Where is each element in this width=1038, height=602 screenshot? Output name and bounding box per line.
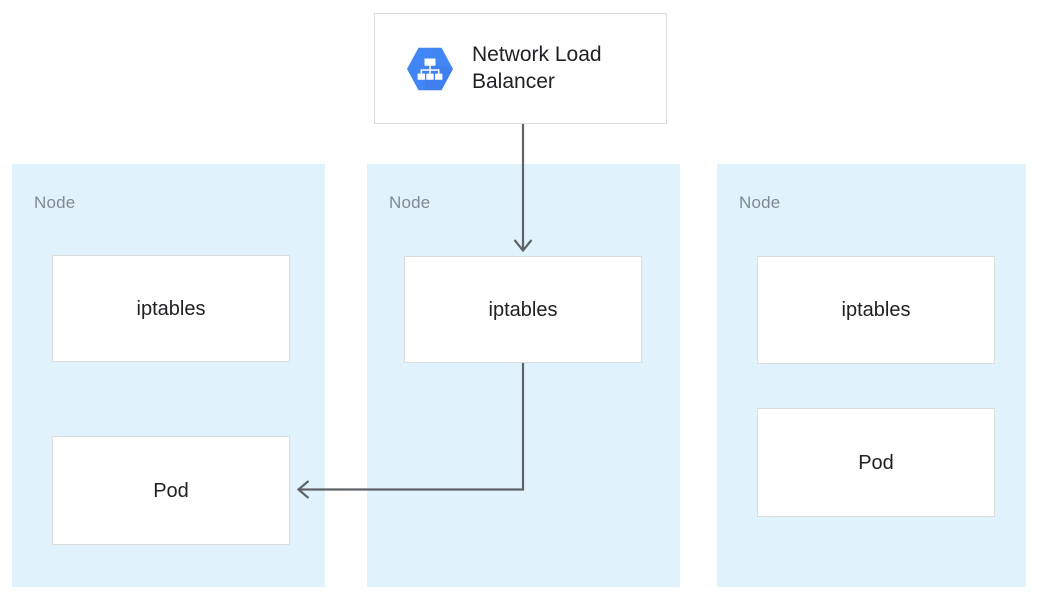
network-load-balancer-label: Network Load Balancer <box>472 42 602 93</box>
node-2-iptables-label: iptables <box>488 298 558 321</box>
node-panel-2: Node iptables <box>367 164 680 587</box>
node-panel-1-label: Node <box>34 193 76 212</box>
node-2-iptables-box[interactable]: iptables <box>404 256 642 363</box>
node-1-iptables-box[interactable]: iptables <box>52 255 290 362</box>
node-panel-2-label: Node <box>389 193 431 212</box>
network-load-balancer-card[interactable]: Network Load Balancer <box>374 13 667 124</box>
node-1-pod-box[interactable]: Pod <box>52 436 290 545</box>
node-3-iptables-box[interactable]: iptables <box>757 256 995 364</box>
node-panel-1: Node iptables Pod <box>12 164 325 587</box>
node-1-iptables-label: iptables <box>136 297 206 320</box>
network-load-balancer-hexagon-icon <box>406 45 454 93</box>
node-3-iptables-label: iptables <box>841 299 911 321</box>
node-panel-3-label: Node <box>739 193 781 212</box>
node-3-pod-label: Pod <box>858 451 894 474</box>
node-3-pod-box[interactable]: Pod <box>757 408 995 517</box>
node-panel-3: Node iptables Pod <box>717 164 1026 587</box>
node-1-pod-label: Pod <box>153 479 189 502</box>
